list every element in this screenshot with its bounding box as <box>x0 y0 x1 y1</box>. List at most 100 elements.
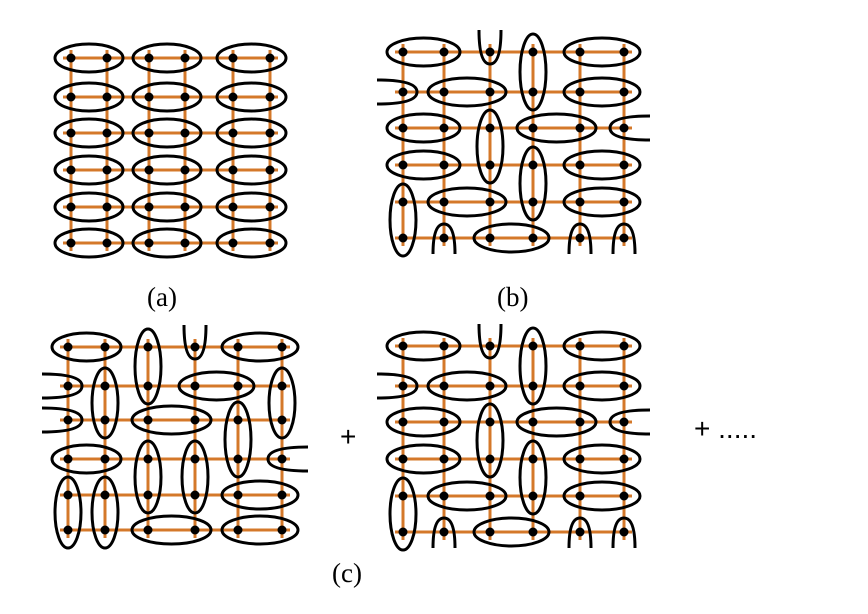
site-dot <box>398 417 408 427</box>
site-dot <box>63 454 73 464</box>
plus-sign: + <box>340 421 356 452</box>
site-dot <box>528 341 538 351</box>
site-dot <box>398 527 408 537</box>
site-dot <box>265 165 275 175</box>
site-dot <box>439 47 449 57</box>
dimer-horizontal <box>131 117 203 149</box>
site-dot <box>528 47 538 57</box>
site-dot <box>144 128 154 138</box>
site-dot <box>233 490 243 500</box>
site-dot <box>277 490 287 500</box>
dimer-horizontal <box>472 222 551 254</box>
site-dot <box>63 525 73 535</box>
site-dot <box>277 415 287 425</box>
site-dot <box>100 415 110 425</box>
dimer-horizontal <box>131 154 203 186</box>
boundary-dimer-arc <box>567 222 593 255</box>
dimer-horizontal <box>220 514 300 546</box>
site-dot <box>66 92 76 102</box>
site-dot <box>398 233 408 243</box>
site-dot <box>575 47 585 57</box>
site-dot <box>619 197 629 207</box>
dimer-horizontal <box>131 191 203 223</box>
site-dot <box>528 160 538 170</box>
site-dot <box>143 525 153 535</box>
panel-c-lattice-2 <box>376 323 651 552</box>
site-dot <box>180 238 190 248</box>
site-dot <box>190 525 200 535</box>
site-dot <box>575 491 585 501</box>
site-dot <box>228 92 238 102</box>
caption-b: (b) <box>497 282 528 312</box>
site-dot <box>398 341 408 351</box>
site-dot <box>575 341 585 351</box>
dimer-vertical <box>133 327 163 406</box>
boundary-dimer-arc <box>611 222 637 255</box>
site-dot <box>439 123 449 133</box>
site-dot <box>228 53 238 63</box>
site-dot <box>619 123 629 133</box>
site-dot <box>102 128 112 138</box>
site-dot <box>277 454 287 464</box>
site-dot <box>528 417 538 427</box>
dimer-horizontal <box>220 331 300 363</box>
boundary-dimer-arc <box>431 222 457 255</box>
site-dot <box>575 123 585 133</box>
site-dot <box>398 160 408 170</box>
site-dot <box>575 87 585 97</box>
site-dot <box>66 53 76 63</box>
site-dot <box>485 417 495 427</box>
dimer-vertical <box>475 402 505 479</box>
site-dot <box>619 87 629 97</box>
dimer-horizontal <box>130 514 213 546</box>
site-dot <box>144 53 154 63</box>
dimer-horizontal <box>53 191 125 223</box>
site-dot <box>575 233 585 243</box>
site-dot <box>233 415 243 425</box>
site-dot <box>66 128 76 138</box>
dimer-horizontal <box>53 227 125 259</box>
plus-more-sign: + ..... <box>694 413 757 444</box>
dimer-horizontal <box>472 516 551 548</box>
dimer-horizontal <box>515 112 598 144</box>
site-dot <box>619 527 629 537</box>
site-dot <box>575 417 585 427</box>
dimer-horizontal <box>562 443 642 475</box>
site-dot <box>398 491 408 501</box>
dimer-horizontal <box>385 149 462 181</box>
site-dot <box>100 490 110 500</box>
site-dot <box>277 381 287 391</box>
dimer-horizontal <box>215 191 288 223</box>
site-dot <box>190 415 200 425</box>
dimer-horizontal <box>215 154 288 186</box>
site-dot <box>619 417 629 427</box>
dimer-horizontal <box>385 112 462 144</box>
site-dot <box>102 238 112 248</box>
panel-b-lattice <box>376 29 651 258</box>
site-dot <box>485 341 495 351</box>
site-dot <box>102 165 112 175</box>
site-dot <box>619 47 629 57</box>
site-dot <box>180 53 190 63</box>
site-dot <box>485 491 495 501</box>
site-dot <box>398 87 408 97</box>
site-dot <box>265 92 275 102</box>
site-dot <box>277 342 287 352</box>
site-dot <box>439 160 449 170</box>
dimer-horizontal <box>215 227 288 259</box>
dimer-vertical <box>180 439 210 515</box>
dimer-horizontal <box>53 154 125 186</box>
dimer-horizontal <box>131 42 203 74</box>
dimer-horizontal <box>130 404 213 436</box>
site-dot <box>265 202 275 212</box>
site-dot <box>265 53 275 63</box>
site-dot <box>190 490 200 500</box>
site-dot <box>144 165 154 175</box>
site-dot <box>439 233 449 243</box>
site-dot <box>143 490 153 500</box>
site-dot <box>228 165 238 175</box>
dimer-vertical <box>53 475 83 550</box>
site-dot <box>485 123 495 133</box>
dimer-horizontal <box>53 81 125 113</box>
site-dot <box>265 238 275 248</box>
